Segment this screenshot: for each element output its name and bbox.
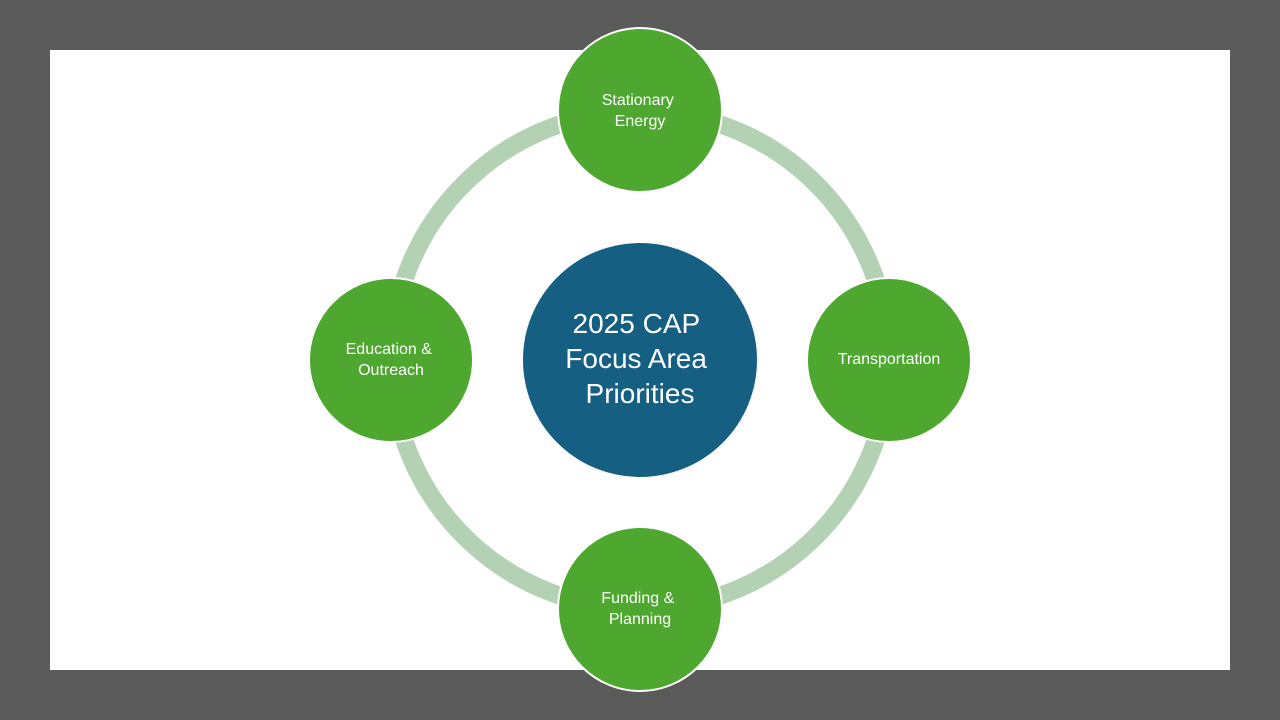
node-stationary-energy: Stationary Energy [557,27,723,193]
node-stationary-energy-line-1: Stationary [602,92,674,109]
node-education-outreach-shape [308,277,474,443]
node-education-outreach-line-2: Outreach [358,362,424,379]
node-education-outreach-line-1: Education & [346,341,433,358]
center-circle: 2025 CAP Focus Area Priorities [521,241,759,479]
node-funding-planning: Funding & Planning [557,526,723,692]
node-stationary-energy-shape [557,27,723,193]
node-education-outreach-label: Education & Outreach [346,341,437,379]
node-education-outreach: Education & Outreach [308,277,474,443]
center-title-line-2: Focus Area [565,343,707,374]
node-funding-planning-line-2: Planning [609,611,671,628]
node-stationary-energy-label: Stationary Energy [602,92,679,130]
center-circle-shape [521,241,759,479]
node-transportation-line-1: Transportation [838,351,941,368]
node-funding-planning-line-1: Funding & [601,590,674,607]
node-transportation-label: Transportation [838,351,941,368]
node-funding-planning-label: Funding & Planning [601,590,678,628]
node-funding-planning-shape [557,526,723,692]
node-stationary-energy-line-2: Energy [615,113,666,130]
center-title: 2025 CAP Focus Area Priorities [565,308,714,409]
center-title-line-3: Priorities [586,378,695,409]
center-title-line-1: 2025 CAP [573,308,700,339]
node-transportation: Transportation [806,277,972,443]
node-transportation-shape [806,277,972,443]
